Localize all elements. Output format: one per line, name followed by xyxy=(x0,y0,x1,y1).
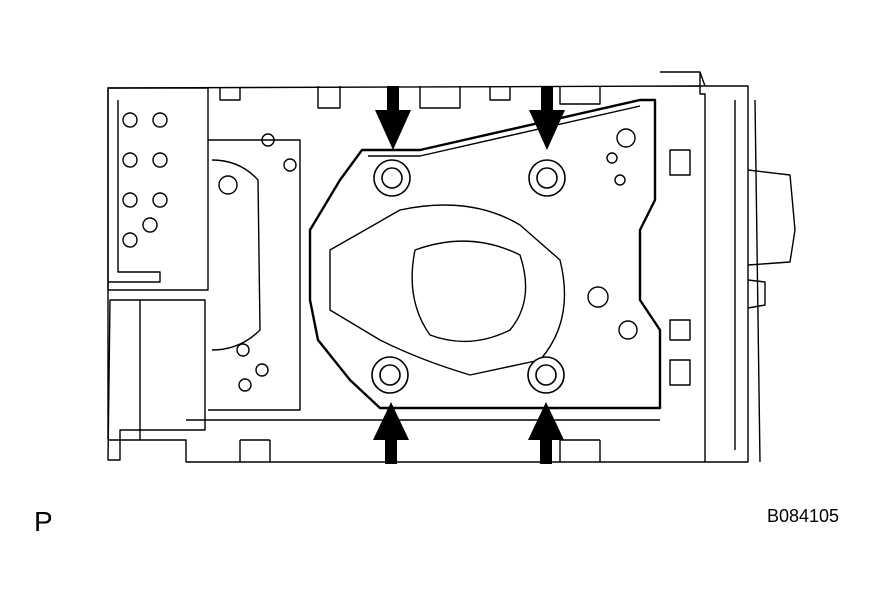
view-label: P xyxy=(34,506,53,537)
bolt-top-right-icon xyxy=(528,159,566,197)
arrow-up-icon xyxy=(528,402,564,464)
face-plate xyxy=(700,85,749,463)
figure-code: B084105 xyxy=(767,506,840,526)
bolt-top-left-icon xyxy=(373,159,411,197)
mounting-plate xyxy=(308,98,662,410)
arrow-down-icon xyxy=(529,86,565,150)
center-hole xyxy=(411,240,527,343)
bolt-bottom-right-icon xyxy=(527,356,565,394)
chassis-outline xyxy=(107,85,706,463)
arrow-down-icon xyxy=(375,86,411,150)
left-block xyxy=(107,87,209,291)
bolts xyxy=(371,159,566,394)
arrow-up-icon xyxy=(373,402,409,464)
center-recess xyxy=(329,204,566,376)
bolt-bottom-left-icon xyxy=(371,356,409,394)
